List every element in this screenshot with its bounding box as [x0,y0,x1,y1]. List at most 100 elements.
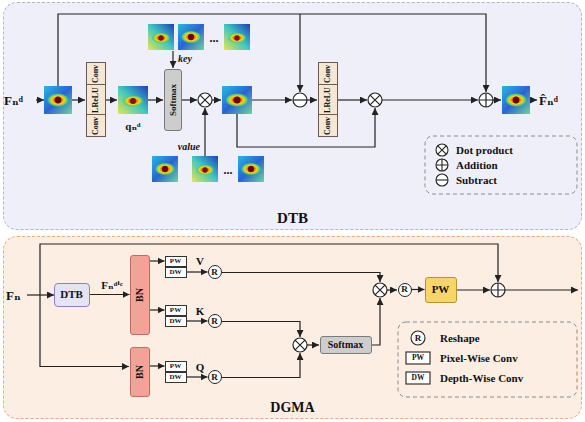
heatmap-image [118,86,148,114]
block-cell: BN [131,256,149,334]
block-cell: Conv [319,63,337,84]
conv-block: ConvLReLUConv [318,62,338,137]
wire [40,295,129,367]
connector [187,376,208,377]
dw-conv-box: DW [165,316,187,327]
heatmap-image [222,86,252,114]
wire [40,244,498,295]
wire [182,99,197,100]
node-text: R [211,317,218,326]
panel-title: DGMA [4,401,581,415]
wire [72,99,85,100]
operator-symbol [293,338,307,352]
node-text: R [401,285,408,294]
feature-label: Fₙᵈⁱᶜ [101,280,123,291]
feature-label: Fₙᵈ [4,94,23,107]
dtb-box: DTB [54,283,90,307]
node-text: R [211,373,218,382]
legend-text: Pixel-Wise Conv [440,353,518,364]
wire [457,289,490,290]
reshape-circle: R [398,283,412,297]
wire [172,51,173,68]
block-cell: Softmax [165,70,181,130]
operator-symbol [200,95,210,105]
ellipsis: ... [210,32,219,44]
legend-frame [398,136,577,397]
reshape-circle: R [208,314,222,328]
legend-frame [398,322,577,397]
connector [150,260,165,261]
heatmap-image [44,24,530,182]
wire [106,99,117,100]
block-cell: Conv [87,63,105,84]
operator-symbol [368,93,382,107]
wire [372,298,380,345]
feature-label: qₙᵈ [125,121,140,132]
legend-symbol-text: PW [412,354,424,362]
node-text: DTB [60,289,83,300]
node-text: PW [170,258,181,265]
heatmap-image [44,86,72,114]
wire [382,99,478,100]
pw-conv-box: PW [165,305,187,316]
wire [530,99,537,100]
ellipsis: ... [224,164,233,176]
connector [150,365,165,366]
node-text: Conv [324,64,332,82]
legend-text: Depth-Wise Conv [440,373,523,384]
block-cell: Conv [87,114,105,136]
connector [187,320,208,321]
operator-symbol [479,93,493,107]
wire [58,14,486,92]
node-text: DW [169,374,181,381]
legend-sample [406,352,430,364]
value-label: value [178,142,200,152]
conv-block: ConvLReLUConv [86,62,106,137]
node-text: Conv [92,64,100,82]
operator-symbol [370,95,380,105]
wire [307,99,317,100]
block-cell: Conv [319,114,337,136]
node-text: PW [432,284,450,295]
legend-symbol-text: R [415,334,422,343]
wire [307,344,319,345]
softmax-box: Softmax [320,336,372,354]
tensor-label: K [196,306,205,317]
node-text: Softmax [328,340,364,350]
reshape-circle: R [208,370,222,384]
wire [212,99,221,100]
wire [299,14,300,92]
wire [252,99,292,100]
legend-sample [436,144,448,156]
node-text: BN [135,365,145,379]
connector [412,289,425,290]
tensor-label: Q [196,362,205,373]
legend-text: Dot product [456,145,513,156]
operator-symbol [491,283,505,297]
legend-text: Reshape [440,333,480,344]
legend-sample [436,159,448,171]
node-text: LReLU [324,87,332,113]
panel-title: DTB [4,211,581,226]
wire [204,108,205,156]
wire [338,99,367,100]
legend-sample [436,174,448,186]
dw-conv-box: DW [165,372,187,383]
pw-conv-box: PW [425,277,457,303]
wire [222,273,380,283]
operator-symbol [293,93,307,107]
node-text: R [211,268,218,277]
legend-sample [406,144,448,384]
bn-box: BN [130,255,150,335]
legend-sample [411,331,425,345]
operator-symbol [479,93,493,107]
heatmap-image [148,24,174,50]
heatmap-image [224,24,250,50]
node-text: DW [169,318,181,325]
wire [222,353,300,378]
operator-symbol [293,99,307,100]
wire [505,289,578,290]
dw-conv-box: DW [165,267,187,278]
module-panel: DGMADTBBNBNPWDWPWDWPWDWRRRSoftmaxRPW [3,236,582,419]
pw-conv-box: PW [165,256,187,267]
